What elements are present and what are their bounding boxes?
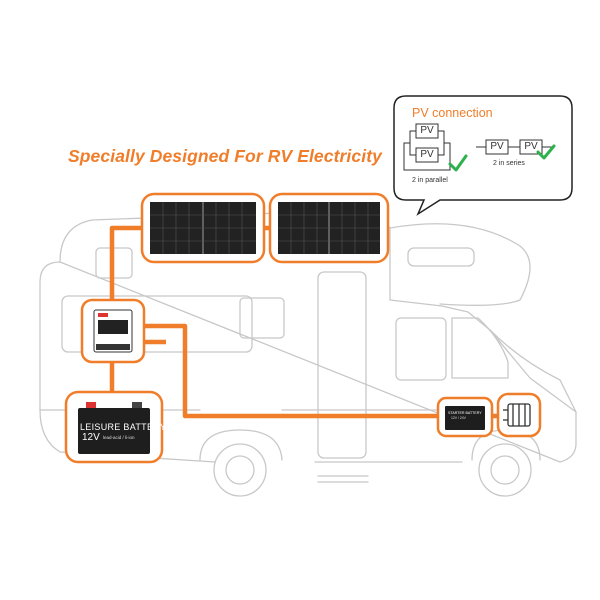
leisure-battery [64,390,164,464]
parallel-caption: 2 in parallel [412,177,448,184]
solar-panel-1 [140,192,266,264]
starter-battery-title: STARTER BATTERY [448,411,482,415]
pv-module-label: PV [420,125,434,136]
pv-connection-title: PV connection [412,106,493,120]
rv-outline [39,209,577,483]
check-icon [448,154,468,172]
wheels [213,443,532,497]
pv-module-label: PV [524,141,538,152]
starter-battery [436,396,494,438]
series-caption: 2 in series [493,160,525,167]
starter-battery-voltage: 12V / 24V [451,416,466,420]
charge-controller [80,298,146,364]
leisure-battery-subtitle: lead-acid / li-ion [103,435,135,440]
pv-connection-callout [393,95,573,216]
leisure-battery-title: LEISURE BATTERY [80,422,167,432]
leisure-battery-voltage: 12V [82,432,100,443]
pv-module-label: PV [420,149,434,160]
solar-panel-2 [268,192,390,264]
engine-icon [496,392,542,438]
pv-module-label: PV [490,141,504,152]
check-icon [536,144,556,160]
wiring [109,225,512,419]
headline: Specially Designed For RV Electricity [68,146,382,166]
